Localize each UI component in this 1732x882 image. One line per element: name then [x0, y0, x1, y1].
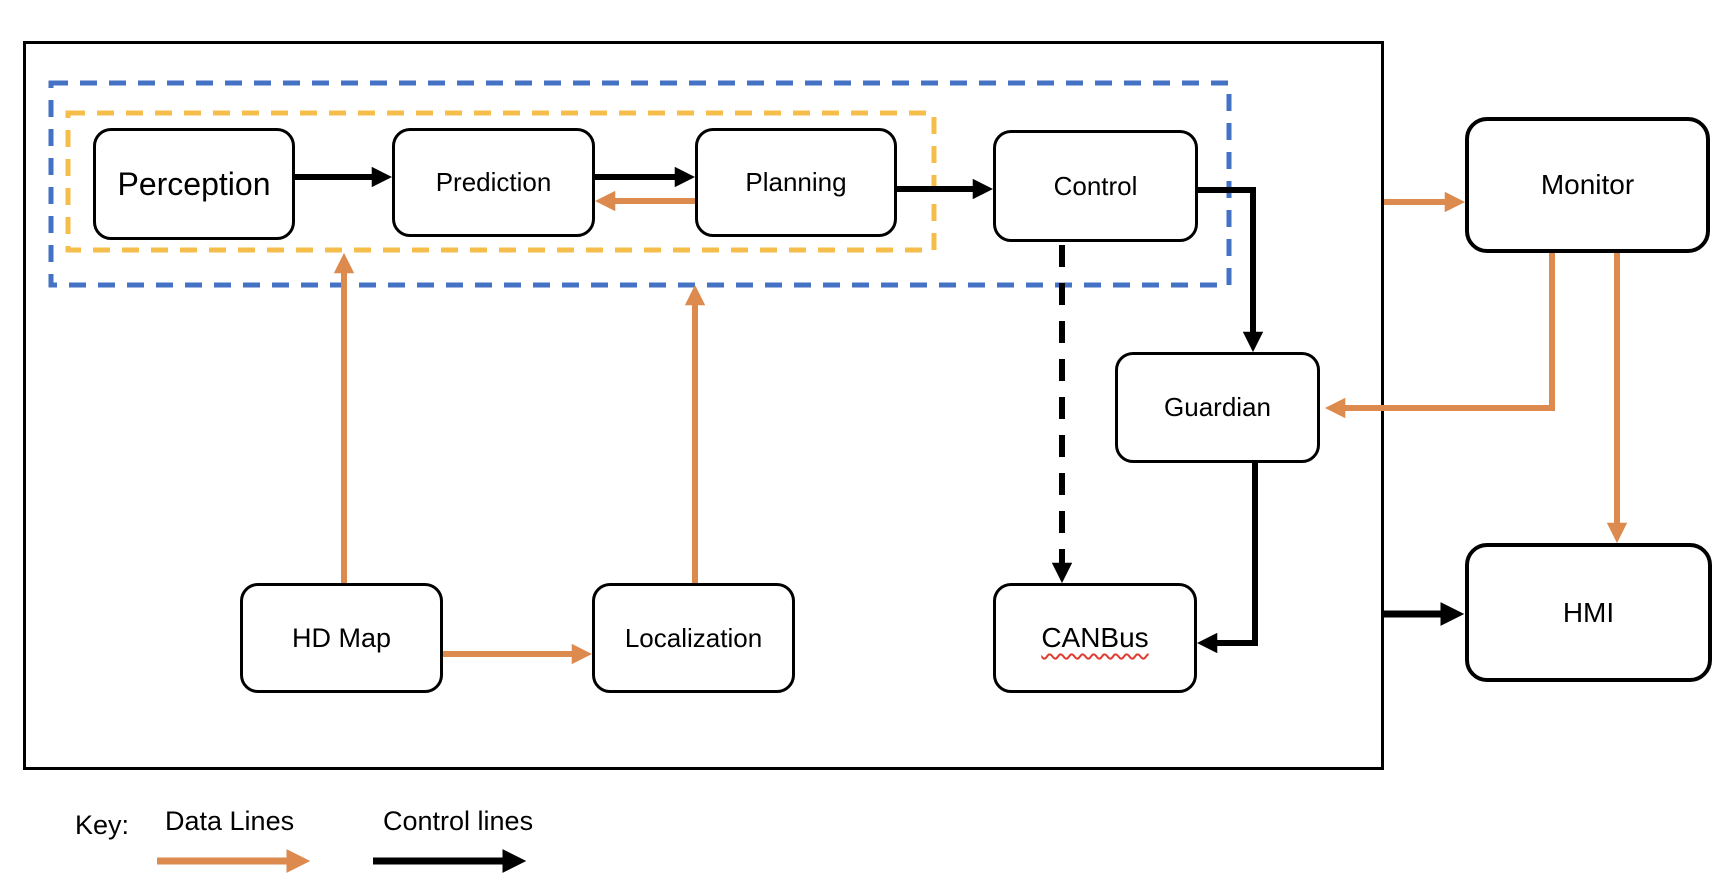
node-monitor-label: Monitor — [1540, 169, 1635, 200]
blue-dashed-autonomy-box — [48, 80, 1232, 288]
node-canbus: CANBus — [993, 583, 1197, 693]
arrow-guardian-to-canbus — [1196, 463, 1258, 654]
node-canbus-label: CANBus — [1041, 622, 1149, 653]
legend-control-lines-label: Control lines — [383, 806, 534, 836]
node-perception: Perception — [93, 128, 295, 240]
node-prediction: Prediction — [392, 128, 595, 237]
node-hmi-label: HMI — [1562, 596, 1615, 628]
node-perception-label: Perception — [117, 165, 271, 202]
arrow-control-to-guardian — [1198, 187, 1264, 353]
node-prediction-label: Prediction — [435, 167, 552, 197]
arrow-monitor-to-guardian — [1324, 253, 1555, 419]
node-planning: Planning — [695, 128, 897, 237]
node-monitor: Monitor — [1465, 117, 1710, 253]
node-control-label: Control — [1053, 170, 1138, 201]
node-hd-map: HD Map — [240, 583, 443, 693]
node-localization-label: Localization — [624, 622, 763, 653]
node-hd-map-label: HD Map — [291, 622, 392, 653]
node-planning-label: Planning — [745, 167, 847, 197]
yellow-dashed-pipeline-box — [65, 110, 937, 253]
node-guardian-label: Guardian — [1164, 392, 1271, 422]
legend-data-lines-label: Data Lines — [165, 806, 295, 836]
legend-key-label: Key: — [75, 810, 130, 840]
node-guardian: Guardian — [1115, 352, 1320, 463]
node-hmi: HMI — [1465, 543, 1712, 682]
node-localization: Localization — [592, 583, 795, 693]
node-control: Control — [993, 130, 1198, 242]
